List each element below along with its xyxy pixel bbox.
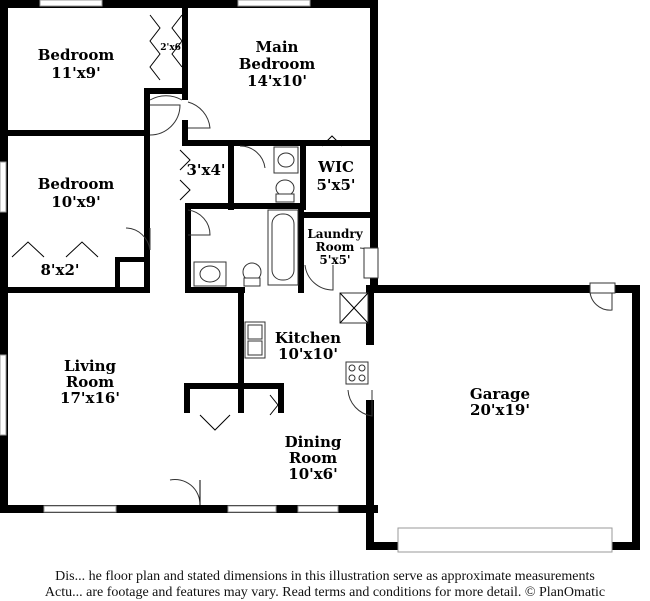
kitchen-dims: 10'x10' bbox=[278, 345, 338, 363]
bedroom-1-name: Bedroom bbox=[38, 46, 115, 64]
laundry-room-name-1: Laundry bbox=[307, 227, 363, 241]
bifold-doors bbox=[11, 14, 343, 431]
bedroom-2-name: Bedroom bbox=[38, 175, 115, 193]
laundry-room-name-2: Room bbox=[316, 240, 355, 254]
windows bbox=[0, 0, 613, 553]
laundry-room-dims: 5'x5' bbox=[319, 253, 350, 267]
dining-room-name-1: Dining bbox=[285, 433, 342, 451]
doors bbox=[125, 95, 616, 506]
bedroom-1-dims: 11'x9' bbox=[51, 64, 100, 82]
kitchen-name: Kitchen bbox=[275, 329, 341, 347]
living-room-name-2: Room bbox=[66, 373, 114, 391]
living-room-name-1: Living bbox=[64, 357, 117, 375]
hall-closet-dims: 3'x4' bbox=[186, 161, 225, 179]
disclaimer-line-1: Dis... he floor plan and stated dimensio… bbox=[55, 569, 595, 584]
wic-dims: 5'x5' bbox=[316, 176, 355, 194]
walls bbox=[0, 0, 640, 550]
bedroom-closet-2-dims: 8'x2' bbox=[40, 261, 79, 279]
main-bedroom-name-2: Bedroom bbox=[239, 55, 316, 73]
bedroom-2-dims: 10'x9' bbox=[51, 193, 100, 211]
garage-name: Garage bbox=[470, 385, 530, 403]
bedroom-closet-1-dims: 2'x6' bbox=[160, 43, 183, 53]
main-bedroom-dims: 14'x10' bbox=[247, 72, 307, 90]
fixtures bbox=[193, 146, 369, 385]
room-labels: Bedroom 11'x9' 2'x6' Main Bedroom 14'x10… bbox=[38, 38, 530, 483]
living-room-dims: 17'x16' bbox=[60, 389, 120, 407]
dining-room-dims: 10'x6' bbox=[288, 465, 337, 483]
disclaimer-line-2: Actu... are footage and features may var… bbox=[44, 585, 606, 600]
main-bedroom-name-1: Main bbox=[256, 38, 299, 56]
garage-dims: 20'x19' bbox=[470, 401, 530, 419]
wic-name: WIC bbox=[317, 158, 354, 176]
dining-room-name-2: Room bbox=[289, 449, 337, 467]
